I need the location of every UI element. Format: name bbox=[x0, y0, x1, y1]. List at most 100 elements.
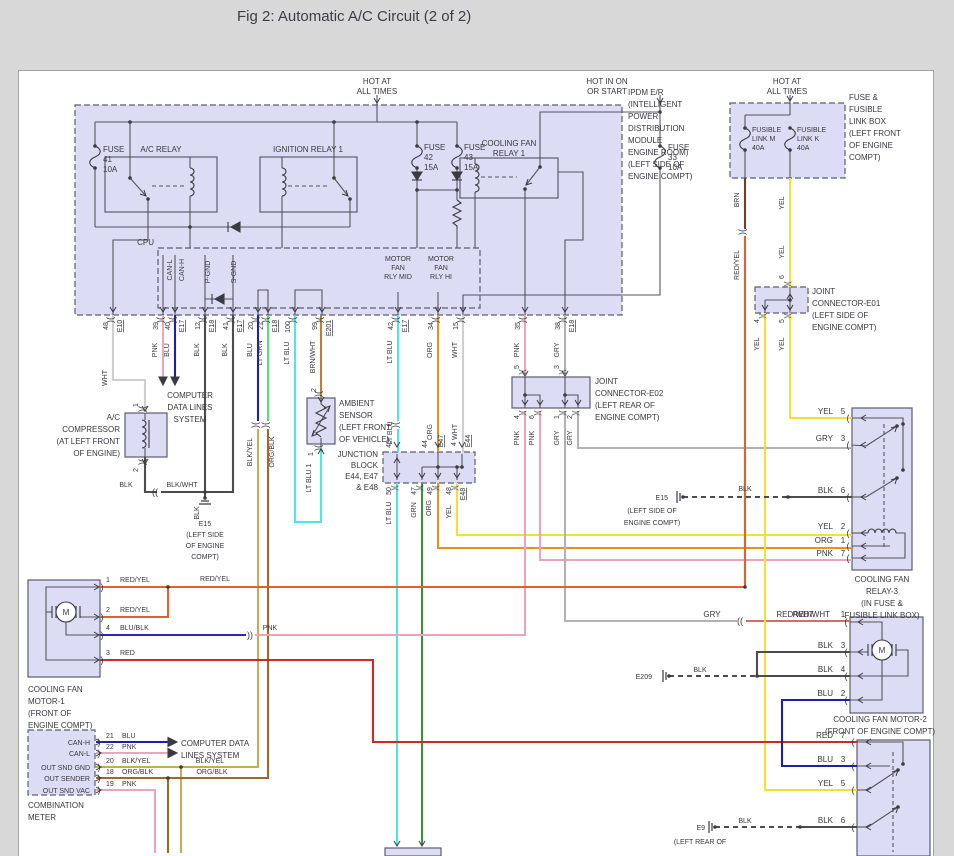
label: ) bbox=[101, 655, 104, 665]
wire bbox=[850, 649, 909, 677]
arrow-icon bbox=[521, 306, 529, 313]
label: )( bbox=[431, 485, 440, 491]
motor-icon bbox=[55, 601, 77, 623]
label: )( bbox=[415, 485, 424, 491]
arrow-icon bbox=[656, 97, 664, 104]
combination-meter-box bbox=[27, 729, 96, 796]
label: & E48 bbox=[356, 483, 378, 492]
arrow-icon bbox=[323, 405, 331, 413]
label: E17 bbox=[402, 320, 409, 333]
label: BLK/YEL bbox=[196, 758, 225, 765]
label: BRN bbox=[734, 193, 741, 208]
arrow-icon bbox=[521, 399, 529, 406]
junction-dot bbox=[436, 465, 440, 469]
label: (LEFT SIDE OF bbox=[812, 311, 868, 320]
label: BLK/YEL bbox=[122, 758, 151, 765]
label: BLU bbox=[817, 755, 833, 764]
label: COMPUTER DATA bbox=[181, 739, 250, 748]
junction-dot bbox=[658, 110, 662, 114]
label: ENGINE COMPT) bbox=[628, 172, 693, 181]
arrow-icon bbox=[865, 738, 872, 746]
label: 3 bbox=[841, 755, 846, 764]
label: )( bbox=[430, 317, 440, 323]
label: ( bbox=[845, 695, 848, 705]
arrow-icon bbox=[521, 370, 529, 377]
symbol bbox=[158, 376, 168, 387]
label: E18 bbox=[209, 320, 216, 333]
label: 1 bbox=[841, 536, 846, 545]
arrow-icon bbox=[865, 786, 872, 794]
label: S-GND bbox=[231, 261, 238, 284]
label: YEL bbox=[754, 337, 761, 350]
label: 5 bbox=[779, 319, 786, 323]
label: BLK bbox=[738, 818, 752, 825]
arrow-icon bbox=[860, 542, 867, 550]
wire bbox=[780, 698, 857, 768]
label: RED/WHT bbox=[776, 610, 813, 619]
junction-dot bbox=[523, 187, 527, 191]
label: ( bbox=[847, 553, 850, 563]
label: )( bbox=[450, 485, 459, 491]
label: (LEFT FRONT bbox=[339, 423, 391, 432]
junction-dot bbox=[188, 225, 192, 229]
arrow-icon bbox=[865, 762, 872, 770]
label: 43 bbox=[464, 153, 473, 162]
label: CAN-H bbox=[179, 259, 186, 281]
label: RLY MID bbox=[384, 274, 412, 281]
wire bbox=[525, 166, 541, 186]
wire bbox=[96, 429, 260, 769]
symbol bbox=[229, 221, 241, 233]
arrow-icon bbox=[95, 763, 102, 771]
arrow-icon bbox=[865, 823, 872, 831]
junction-dot bbox=[146, 197, 150, 201]
label: ) bbox=[98, 785, 101, 795]
label: 3 bbox=[106, 650, 110, 657]
label: 47 bbox=[411, 487, 418, 495]
label: IPDM E/R bbox=[628, 88, 664, 97]
junction-dot bbox=[128, 176, 132, 180]
junction-dot bbox=[523, 393, 527, 397]
junction-dot bbox=[203, 496, 207, 500]
wire bbox=[112, 199, 149, 315]
label: E48 bbox=[460, 488, 467, 501]
junction-dot bbox=[786, 495, 790, 499]
symbol bbox=[411, 171, 423, 182]
symbol bbox=[867, 528, 897, 534]
label: ENGINE COMPT) bbox=[624, 520, 680, 527]
label: BLK bbox=[693, 667, 707, 674]
label: ) bbox=[101, 612, 104, 622]
ac-compressor-box bbox=[124, 412, 168, 458]
junction-dot bbox=[128, 120, 132, 124]
label: FUSIBLE bbox=[849, 105, 882, 114]
wire bbox=[576, 411, 852, 450]
junction-dot bbox=[166, 776, 170, 780]
arrow-icon bbox=[171, 306, 179, 313]
arrow-icon bbox=[93, 583, 100, 591]
label: 1 bbox=[308, 452, 315, 456]
label: AMBIENT bbox=[339, 399, 375, 408]
label: (FRONT OF ENGINE COMPT) bbox=[825, 727, 935, 736]
label: LT BLU bbox=[386, 501, 393, 524]
label: FUSIBLE bbox=[752, 127, 782, 134]
junction-dot bbox=[755, 674, 759, 678]
wire bbox=[45, 586, 100, 661]
label: ORG bbox=[427, 424, 434, 440]
label: 4 bbox=[841, 665, 846, 674]
label: 12 bbox=[195, 322, 202, 330]
label: 4 bbox=[451, 442, 458, 446]
label: )( bbox=[390, 317, 400, 323]
junction-dot bbox=[332, 120, 336, 124]
wire bbox=[65, 622, 100, 636]
arrow-icon bbox=[525, 178, 533, 186]
wire bbox=[293, 315, 323, 524]
symbol bbox=[141, 419, 147, 449]
junction-dot bbox=[460, 465, 464, 469]
label: ( bbox=[852, 761, 855, 771]
arrow-icon bbox=[860, 414, 867, 422]
symbol bbox=[451, 171, 463, 182]
arrow-icon bbox=[95, 774, 102, 782]
label: LINK BOX bbox=[849, 117, 887, 126]
label: 15A bbox=[424, 163, 439, 172]
label: )( bbox=[783, 281, 792, 287]
label: COOLING FAN bbox=[28, 685, 83, 694]
